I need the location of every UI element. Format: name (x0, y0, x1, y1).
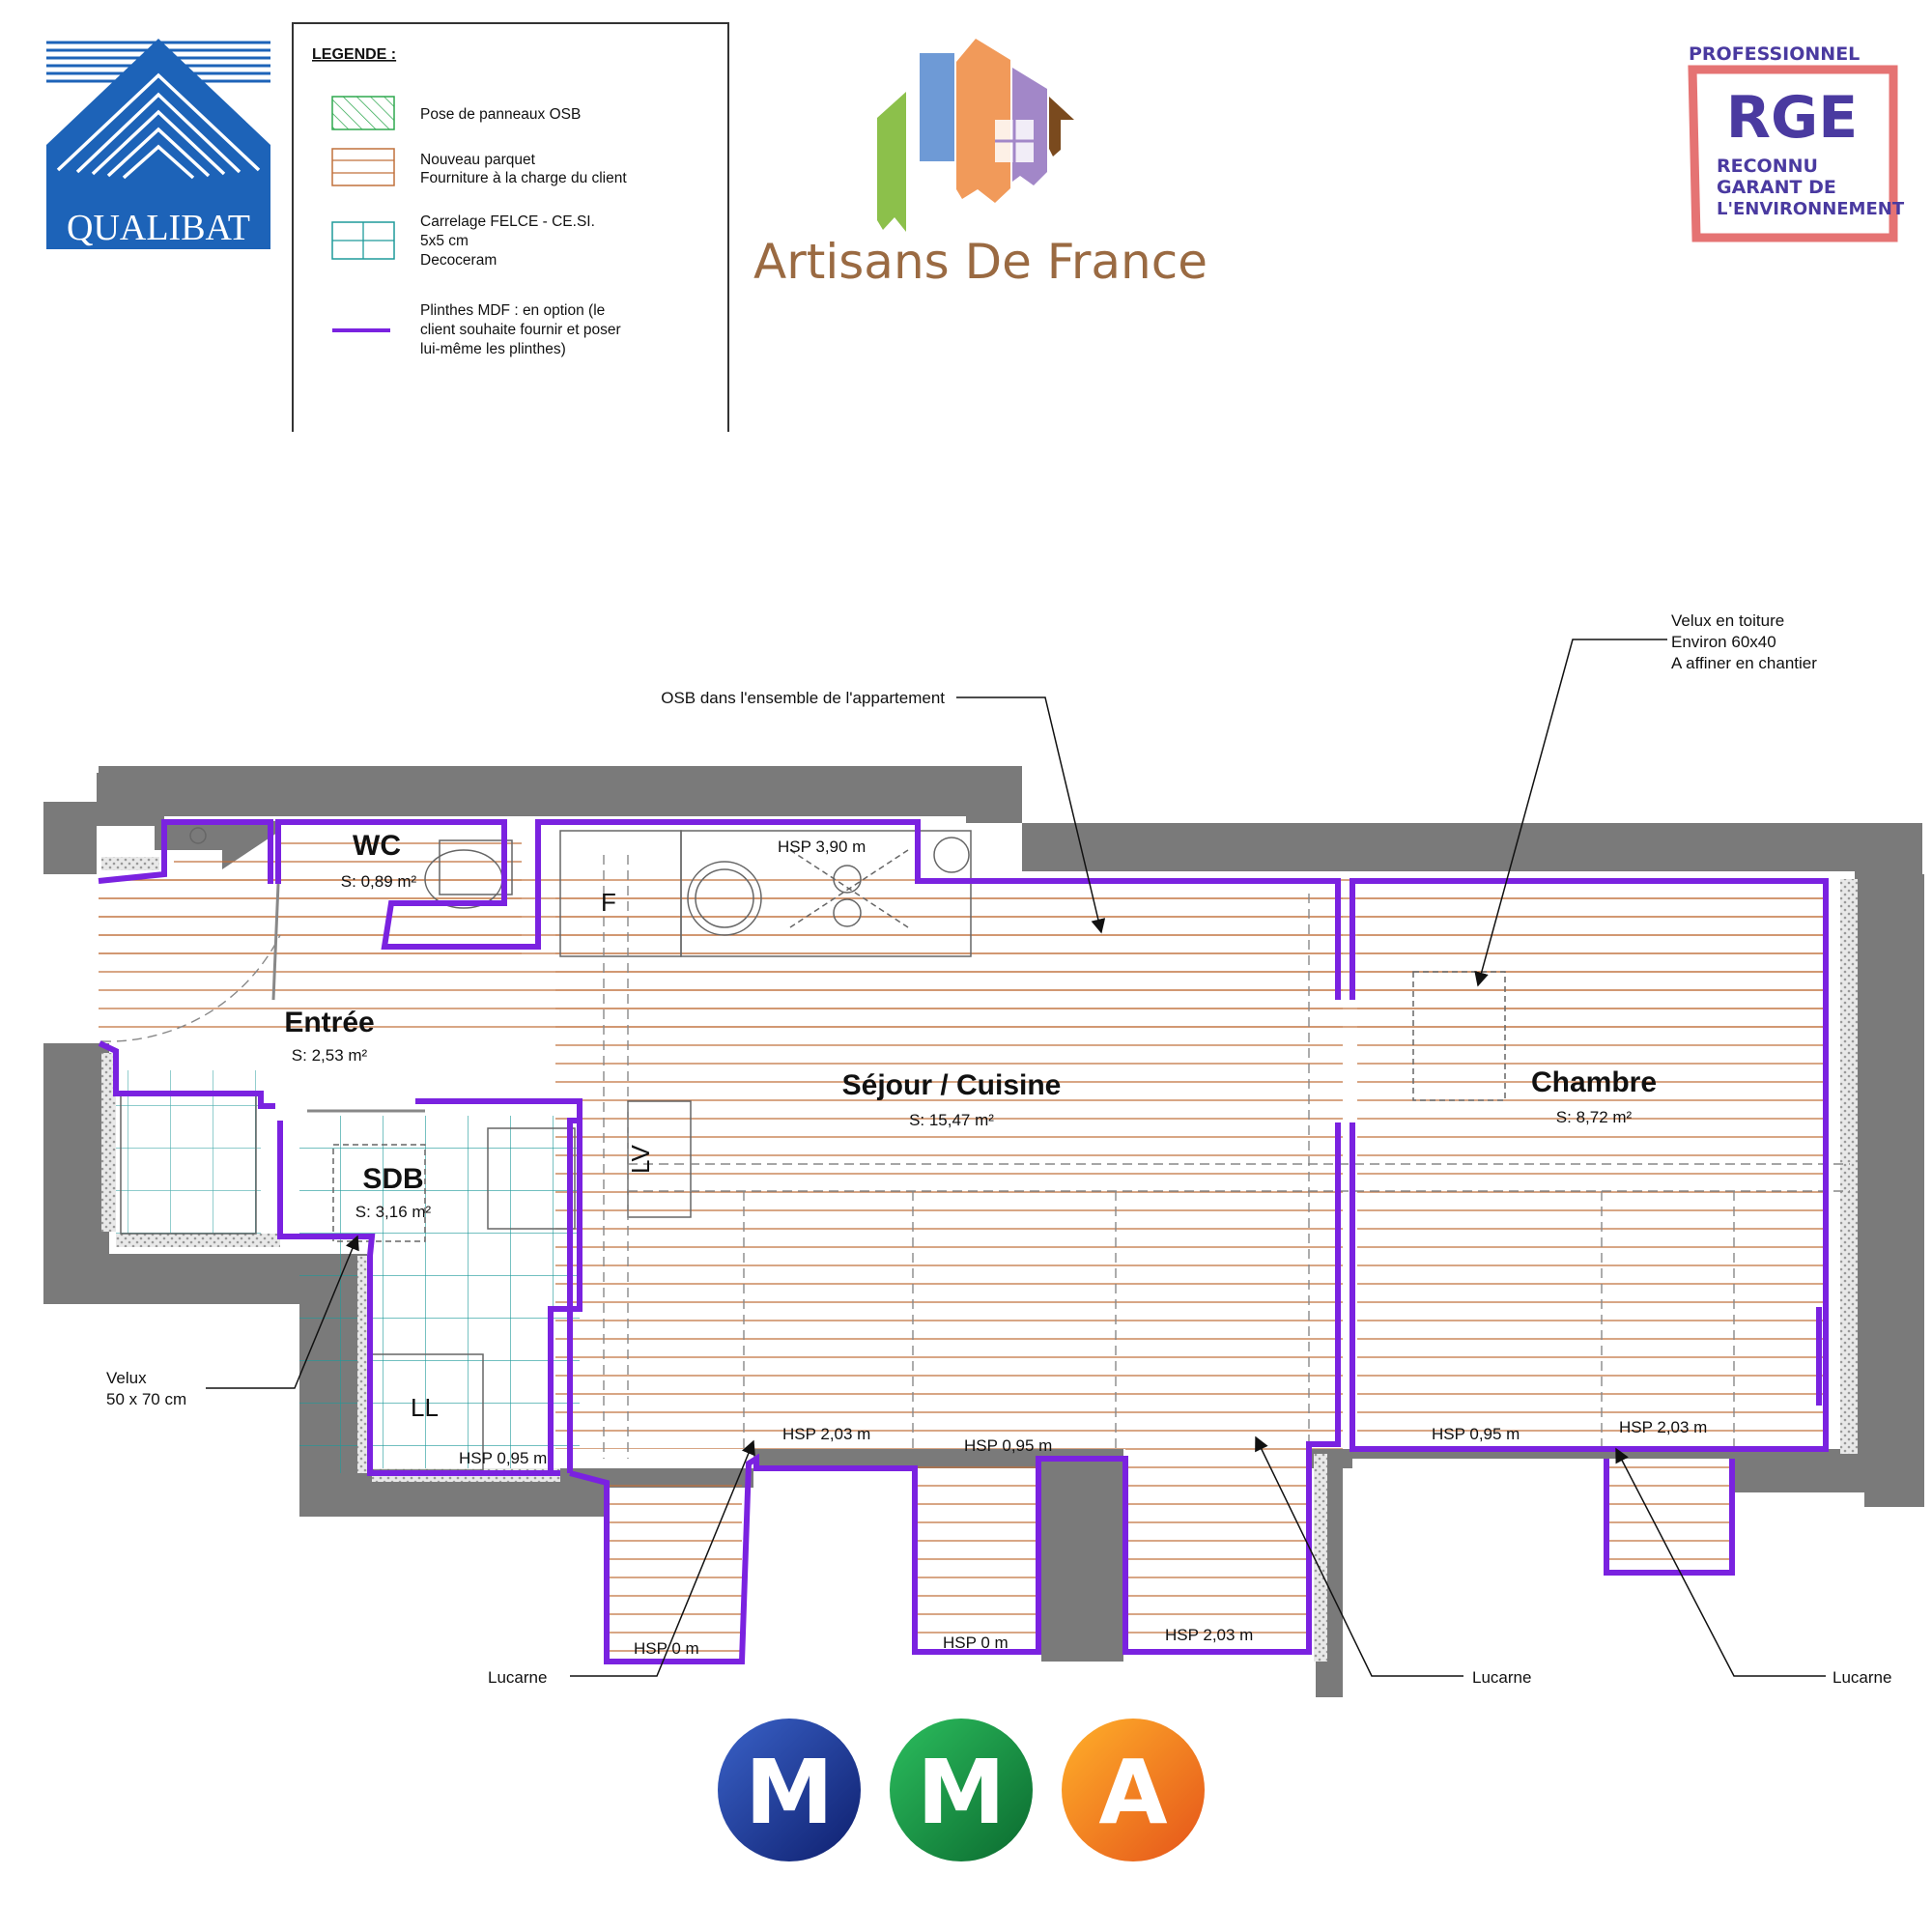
rge-main: RGE (1726, 84, 1858, 152)
floor-plan: OSB dans l'ensemble de l'appartement Vel… (43, 611, 1924, 1697)
legend-tile-label-2: 5x5 cm (420, 233, 469, 249)
mma-letter-1: M (745, 1741, 834, 1844)
hsp-lucarne3-bottom: HSP 2,03 m (1165, 1626, 1253, 1644)
velux-sdb-callout (206, 1235, 359, 1389)
mma-circle-blue (718, 1719, 861, 1861)
lucarne-label-3: Lucarne (1833, 1668, 1891, 1687)
legend-title: LEGENDE : (312, 46, 396, 63)
osb-callout (956, 696, 1106, 934)
dishwasher-label: LV (626, 1144, 655, 1174)
hsp-lucarne1-bottom: HSP 0 m (634, 1639, 699, 1658)
room-sejour-name: Séjour / Cuisine (842, 1069, 1062, 1101)
rge-logo: PROFESSIONNEL RGE RECONNU GARANT DE L'EN… (1688, 43, 1905, 242)
room-wc-name: WC (353, 830, 401, 862)
mma-circle-green (890, 1719, 1033, 1861)
washer-label: LL (411, 1393, 439, 1422)
mma-letter-3: A (1098, 1741, 1167, 1844)
velux-sdb-line1: Velux (106, 1369, 147, 1387)
hsp-lucarne2-bottom: HSP 0 m (943, 1634, 1009, 1652)
room-entree-name: Entrée (284, 1007, 374, 1038)
parquet-floor (99, 826, 1826, 1666)
doors (271, 883, 425, 1113)
hsp-sdb: HSP 0,95 m (459, 1449, 547, 1467)
rge-line2: GARANT DE (1717, 177, 1836, 198)
mma-letter-2: M (917, 1741, 1006, 1844)
velux-roof-line2: Environ 60x40 (1671, 633, 1776, 651)
hsp-chambre-high: HSP 2,03 m (1619, 1418, 1707, 1436)
legend-parquet-swatch (331, 148, 395, 186)
artisans-de-france-logo: Artisans De France (753, 39, 1208, 290)
osb-annotation: OSB dans l'ensemble de l'appartement (661, 689, 945, 707)
legend-tile-label-1: Carrelage FELCE - CE.SI. (420, 213, 595, 230)
legend-osb-swatch (331, 96, 395, 130)
washbasin-icon (487, 1127, 576, 1230)
legend-plinth-label-3: lui-même les plinthes) (420, 341, 566, 357)
lucarne-label-1: Lucarne (488, 1668, 547, 1687)
velux-roof-line3: A affiner en chantier (1671, 654, 1817, 672)
lucarne-callouts (570, 1435, 1826, 1677)
qualibat-logo: QUALIBAT (46, 39, 270, 249)
fridge-label: F (601, 888, 616, 917)
rge-line3: L'ENVIRONNEMENT (1717, 199, 1905, 219)
hsp-kitchen: HSP 3,90 m (778, 838, 866, 856)
mma-circle-orange (1062, 1719, 1205, 1861)
legend-tile-label-3: Decoceram (420, 252, 497, 269)
sink-icon (687, 861, 762, 936)
room-sejour-area: S: 15,47 m² (909, 1111, 994, 1129)
lucarne-label-2: Lucarne (1472, 1668, 1531, 1687)
mma-logo: M M A (718, 1719, 1205, 1861)
rge-line1: RECONNU (1717, 156, 1818, 177)
ceiling-lines (100, 855, 1850, 1459)
room-wc-area: S: 0,89 m² (341, 872, 417, 891)
room-sdb-area: S: 3,16 m² (355, 1203, 432, 1221)
sdb-tiles (299, 1116, 580, 1473)
legend-tile-swatch (331, 221, 395, 260)
legend: LEGENDE : Pose de panneaux OSB Nouveau p… (292, 22, 729, 432)
velux-roof-callout (1474, 639, 1667, 987)
rge-top: PROFESSIONNEL (1689, 43, 1860, 65)
legend-osb-label: Pose de panneaux OSB (420, 106, 581, 123)
plinths (98, 819, 1829, 1664)
hsp-chambre-low: HSP 0,95 m (1432, 1425, 1520, 1443)
hsp-lucarne1-top: HSP 2,03 m (782, 1425, 870, 1443)
cooktop-icon (789, 849, 909, 928)
room-chambre-area: S: 8,72 m² (1556, 1108, 1633, 1126)
house-window-icon (995, 120, 1034, 162)
room-entree-area: S: 2,53 m² (292, 1046, 368, 1065)
velux-roof-line1: Velux en toiture (1671, 611, 1784, 630)
legend-plinth-label-1: Plinthes MDF : en option (le (420, 302, 605, 319)
hsp-sejour-mid: HSP 0,95 m (964, 1436, 1052, 1455)
artisans-text: Artisans De France (753, 234, 1208, 290)
legend-plinth-label-2: client souhaite fournir et poser (420, 322, 621, 338)
room-chambre-name: Chambre (1531, 1066, 1657, 1098)
velux-sdb-line2: 50 x 70 cm (106, 1390, 186, 1408)
legend-parquet-label-1: Nouveau parquet (420, 152, 536, 168)
legend-parquet-label-2: Fourniture à la charge du client (420, 170, 627, 186)
room-sdb-name: SDB (362, 1163, 423, 1195)
qualibat-text: QUALIBAT (67, 208, 250, 248)
